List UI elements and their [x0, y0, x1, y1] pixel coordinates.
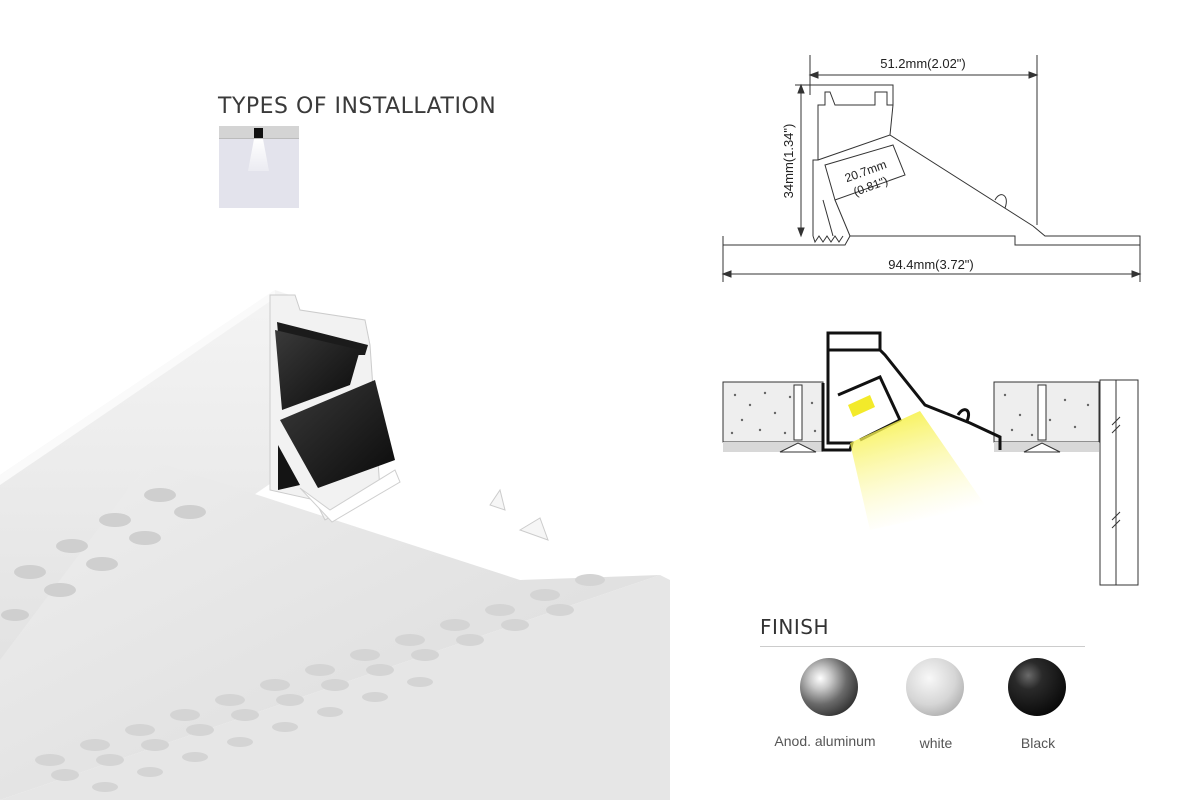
finish-swatch-white[interactable]: [904, 656, 966, 718]
installation-cross-section: [722, 331, 1139, 586]
overall-dimension: 94.4mm(3.72"): [888, 257, 974, 272]
installation-title: TYPES OF INSTALLATION: [218, 94, 497, 119]
recessed-install-icon: [219, 126, 299, 208]
finish-label-aluminum: Anod. aluminum: [774, 733, 876, 749]
finish-title: FINISH: [760, 615, 829, 639]
finish-divider: [760, 646, 1085, 647]
width-dimension: 51.2mm(2.02"): [880, 56, 966, 71]
product-render: [0, 290, 670, 800]
height-dimension: 34mm(1.34"): [781, 124, 796, 199]
finish-label-white: white: [919, 735, 953, 751]
finish-swatch-aluminum[interactable]: [798, 656, 860, 718]
finish-label-black: Black: [1020, 735, 1056, 751]
finish-swatch-black[interactable]: [1006, 656, 1068, 718]
dimension-drawing: 51.2mm(2.02") 34mm(1.34") 20.7mm (0.81")…: [721, 55, 1142, 282]
